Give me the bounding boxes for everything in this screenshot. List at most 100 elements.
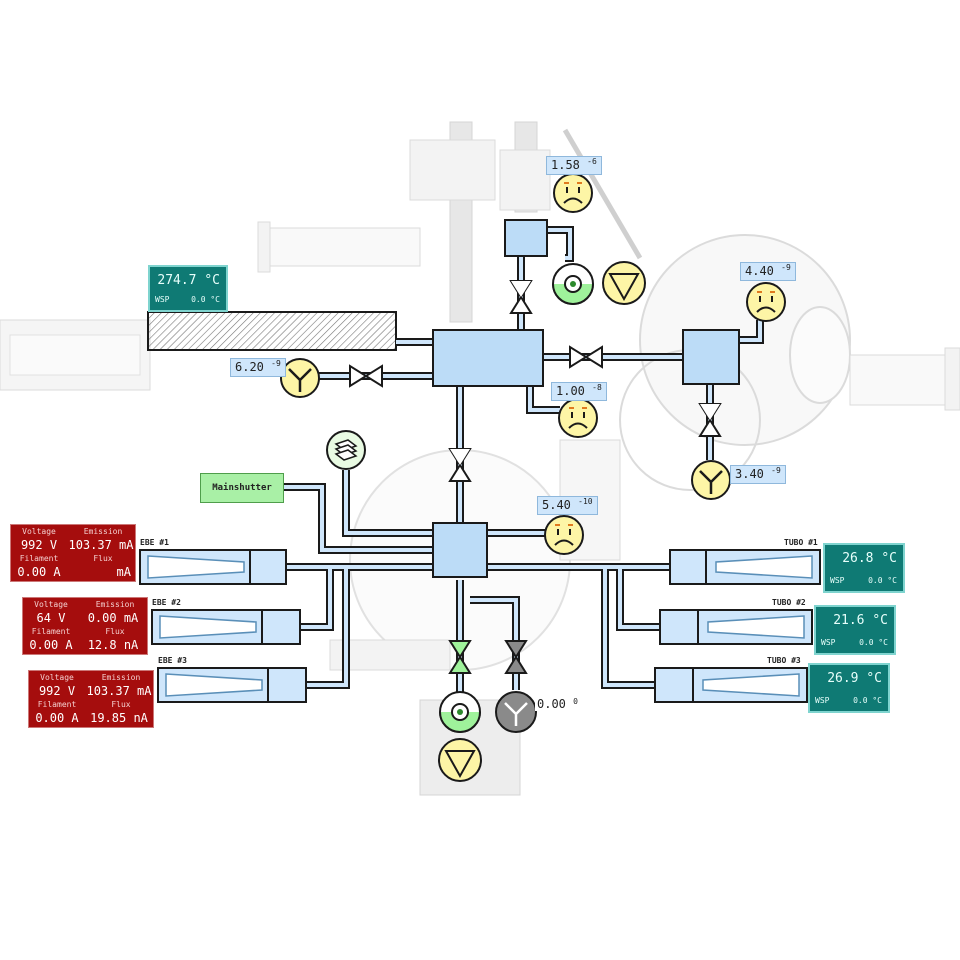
wsp-label: WSP (821, 638, 836, 647)
ebe-3-label: EBE #3 (158, 656, 187, 665)
manipulator-heater-bar[interactable] (147, 311, 397, 351)
pressure-value: 1.00 (556, 384, 585, 398)
pressure-value: 3.40 (735, 467, 764, 481)
ebe-source-3[interactable] (157, 667, 307, 703)
prep-chamber[interactable] (682, 329, 740, 385)
ion-gauge-prep-icon[interactable] (746, 282, 786, 322)
emission-header: Emission (95, 600, 135, 609)
pressure-exponent: -9 (271, 359, 281, 368)
wsp-value: 0.0 °C (853, 696, 882, 705)
filament-header: Filament (31, 627, 71, 636)
turbo-valve-open-icon[interactable] (448, 640, 472, 674)
flux-value: 12.8 nA (87, 638, 139, 652)
pressure-value: 0.00 (537, 697, 566, 711)
ebe-1-readout[interactable]: Voltage Emission 992 V 103.37 mA Filamen… (10, 524, 136, 582)
roughing-pump-mbe-icon[interactable] (438, 738, 482, 782)
voltage-value: 992 V (38, 684, 76, 698)
pressure-readout-manipulator: 6.20 -9 (230, 358, 286, 377)
filament-value: 0.00 A (35, 711, 79, 725)
heater-temperature-display[interactable]: 274.7 °C WSP 0.0 °C (148, 265, 228, 312)
tubo-source-2[interactable] (659, 609, 813, 645)
turbo-pump-mbe-icon[interactable] (439, 691, 481, 733)
loadlock-chamber[interactable] (504, 219, 548, 257)
tubo-2-label: TUBO #2 (772, 598, 806, 607)
pressure-value: 1.58 (551, 158, 580, 172)
sample-stack-icon[interactable] (326, 430, 366, 470)
voltage-header: Voltage (22, 527, 56, 536)
pressure-value: 5.40 (542, 498, 571, 512)
turbo-pump-loadlock-icon[interactable] (552, 263, 594, 305)
ebe-2-label: EBE #2 (152, 598, 181, 607)
ebe-1-label: EBE #1 (140, 538, 169, 547)
emission-value: 103.37 mA (86, 684, 152, 698)
bypass-valve-closed-icon[interactable] (504, 640, 528, 674)
mainshutter-button[interactable]: Mainshutter (200, 473, 284, 503)
emission-header: Emission (83, 527, 123, 536)
filament-header: Filament (19, 554, 59, 563)
flux-value: mA (116, 565, 131, 579)
temperature-value: 21.6 °C (833, 613, 888, 628)
tubo-1-temperature-display[interactable]: 26.8 °C WSP 0.0 °C (823, 543, 905, 593)
mbe-chamber[interactable] (432, 522, 488, 578)
wsp-label: WSP (155, 295, 170, 304)
filament-value: 0.00 A (29, 638, 73, 652)
temperature-value: 274.7 °C (157, 273, 220, 288)
flux-header: Flux (93, 554, 113, 563)
pressure-readout-mbe: 5.40 -10 (537, 496, 598, 515)
pressure-value: 6.20 (235, 360, 264, 374)
tubo-3-label: TUBO #3 (767, 656, 801, 665)
pirani-gauge-forevacuum-icon[interactable] (495, 691, 537, 733)
loadlock-valve-icon[interactable] (510, 280, 532, 314)
wsp-label: WSP (815, 696, 830, 705)
pressure-exponent: -6 (587, 157, 597, 166)
flux-value: 19.85 nA (90, 711, 148, 725)
pressure-exponent: -8 (592, 383, 602, 392)
pressure-readout-main: 1.00 -8 (551, 382, 607, 401)
filament-value: 0.00 A (17, 565, 61, 579)
tubo-1-label: TUBO #1 (784, 538, 818, 547)
voltage-value: 992 V (20, 538, 58, 552)
pressure-exponent: -9 (771, 466, 781, 475)
ion-gauge-loadlock-icon[interactable] (553, 173, 593, 213)
pirani-gauge-prep-icon[interactable] (690, 459, 732, 501)
pressure-exponent: -9 (781, 263, 791, 272)
wsp-value: 0.0 °C (859, 638, 888, 647)
flux-header: Flux (111, 700, 131, 709)
tubo-3-temperature-display[interactable]: 26.9 °C WSP 0.0 °C (808, 663, 890, 713)
tubo-source-3[interactable] (654, 667, 808, 703)
pressure-readout-prep: 4.40 -9 (740, 262, 796, 281)
filament-header: Filament (37, 700, 77, 709)
flux-header: Flux (105, 627, 125, 636)
pressure-exponent: -10 (578, 497, 593, 506)
ion-gauge-mbe-icon[interactable] (544, 515, 584, 555)
temperature-value: 26.8 °C (842, 551, 897, 566)
wsp-value: 0.0 °C (868, 576, 897, 585)
manipulator-valve-icon[interactable] (349, 365, 383, 387)
ebe-source-1[interactable] (139, 549, 287, 585)
ebe-source-2[interactable] (151, 609, 301, 645)
emission-value: 103.37 mA (68, 538, 134, 552)
ion-gauge-main-icon[interactable] (558, 398, 598, 438)
main-chamber[interactable] (432, 329, 544, 387)
emission-header: Emission (101, 673, 141, 682)
pressure-readout-prep-pirani: 3.40 -9 (730, 465, 786, 484)
forevacuum-readout: 0.00 0 (535, 697, 580, 711)
transfer-valve-icon[interactable] (569, 346, 603, 368)
wsp-label: WSP (830, 576, 845, 585)
voltage-value: 64 V (36, 611, 66, 625)
wsp-value: 0.0 °C (191, 295, 220, 304)
ebe-3-readout[interactable]: Voltage Emission 992 V 103.37 mA Filamen… (28, 670, 154, 728)
pirani-gauge-manipulator-icon[interactable] (279, 357, 321, 399)
ebe-2-readout[interactable]: Voltage Emission 64 V 0.00 mA Filament F… (22, 597, 148, 655)
pressure-exponent: 0 (573, 697, 578, 706)
tubo-2-temperature-display[interactable]: 21.6 °C WSP 0.0 °C (814, 605, 896, 655)
voltage-header: Voltage (40, 673, 74, 682)
emission-value: 0.00 mA (87, 611, 139, 625)
tubo-source-1[interactable] (669, 549, 821, 585)
roughing-pump-loadlock-icon[interactable] (602, 261, 646, 305)
temperature-value: 26.9 °C (827, 671, 882, 686)
pressure-value: 4.40 (745, 264, 774, 278)
voltage-header: Voltage (34, 600, 68, 609)
pressure-readout-loadlock: 1.58 -6 (546, 156, 602, 175)
